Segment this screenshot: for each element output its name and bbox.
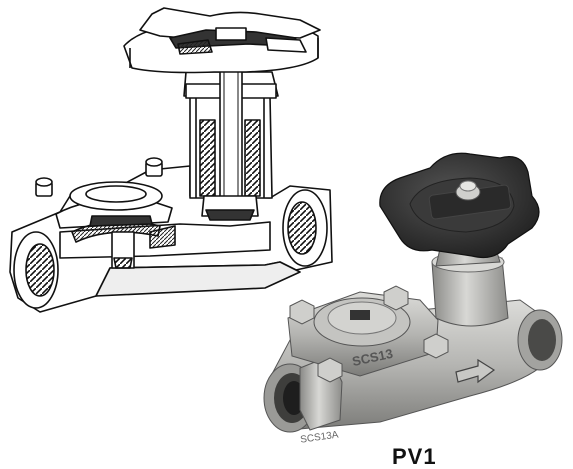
cutaway-drawing	[9, 7, 333, 313]
flange-bolts	[289, 285, 449, 383]
flow-arrow-icon	[455, 358, 496, 384]
bonnet-column	[431, 257, 509, 327]
product-code-label: PV1	[392, 444, 437, 469]
valve-photo: SCS13 SCS13A	[263, 152, 563, 446]
body-stamp: SCS13A	[300, 429, 340, 445]
bonnet-bolts	[35, 157, 163, 197]
right-port	[287, 201, 317, 255]
